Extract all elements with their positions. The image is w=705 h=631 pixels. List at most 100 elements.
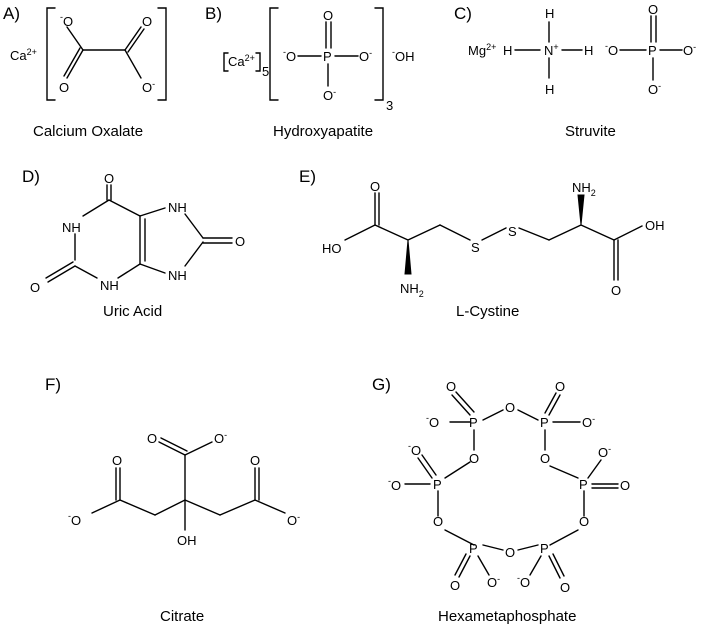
stereo-wedge-e2 — [577, 194, 585, 226]
panel-g-label: G) — [372, 375, 391, 394]
oxygen-atom: O- — [487, 574, 500, 590]
po-double-g4a — [552, 553, 565, 577]
stereo-wedge-e1 — [404, 239, 412, 275]
oxygen-atom: O- — [683, 42, 696, 58]
ring-bond-d1 — [82, 199, 110, 217]
ring-bond-d7 — [139, 207, 166, 217]
bond-e5 — [518, 227, 550, 241]
ring-bond-g2 — [517, 409, 539, 421]
co-bond-a4 — [124, 49, 142, 79]
oxygen-atom: O — [112, 453, 122, 468]
co-bond-f2 — [184, 441, 213, 456]
hydrogen-atom: H — [503, 43, 512, 58]
bond-f2 — [154, 499, 186, 516]
oxygen-atom: O — [611, 283, 621, 298]
panel-c: C) Mg2+ H H H H N+ -O P O- O O- Struvite — [454, 2, 696, 140]
bond-e3 — [407, 224, 441, 241]
panel-d: D) O NH NH O NH NH O Uric Acid — [22, 167, 245, 320]
bond-e6 — [548, 224, 582, 241]
co-bond-a3 — [124, 26, 142, 51]
po-double-g2a — [548, 394, 561, 416]
po-double-g5a — [454, 553, 467, 576]
po-double-g2b — [544, 392, 557, 414]
nh-group: NH — [168, 200, 187, 215]
po-bond-g4b — [529, 555, 542, 576]
co-bond-f1 — [158, 441, 186, 456]
panel-f-name: Citrate — [160, 608, 204, 625]
phosphorus-atom: P — [433, 477, 442, 492]
ring-bond-d4 — [74, 265, 98, 279]
oxygen-atom: O — [59, 80, 69, 95]
panel-a-label: A) — [3, 4, 20, 23]
panel-b-name: Hydroxyapatite — [273, 123, 373, 140]
panel-e-label: E) — [299, 167, 316, 186]
left-bracket-b — [269, 7, 279, 101]
cation-count-b: 5 — [262, 64, 269, 79]
panel-a-name: Calcium Oxalate — [33, 123, 143, 140]
bridging-oxygen: O — [540, 451, 550, 466]
co-bond-d2 — [47, 265, 76, 283]
ring-bond-d2 — [108, 199, 141, 217]
po-bond-g4a — [548, 555, 561, 579]
magnesium-ion-c: Mg2+ — [468, 42, 496, 58]
hydrogen-atom: H — [545, 6, 554, 21]
ring-bond-g8 — [444, 529, 475, 546]
oxygen-atom: O — [560, 580, 570, 595]
oxygen-atom: O — [450, 578, 460, 593]
panel-d-name: Uric Acid — [103, 303, 162, 320]
oxygen-atom: -O — [605, 41, 618, 58]
oxygen-atom: O — [147, 431, 157, 446]
nh-group: NH — [100, 278, 119, 293]
ring-bond-d8 — [139, 263, 166, 274]
amine-group: NH2 — [400, 281, 424, 299]
phosphorus-atom: P — [579, 477, 588, 492]
hydroxyl-group: OH — [177, 533, 197, 548]
co-bond-a1 — [66, 26, 84, 51]
phosphorus-atom: P — [323, 49, 332, 64]
bridging-oxygen: O — [579, 514, 589, 529]
left-bracket-a — [46, 7, 56, 101]
oxygen-atom: -O — [68, 511, 81, 528]
oxygen-atom: O — [555, 379, 565, 394]
phosphorus-atom: P — [469, 415, 478, 430]
bridging-oxygen: O — [433, 514, 443, 529]
oxygen-atom: O- — [287, 512, 300, 528]
co-bond-f7 — [254, 499, 286, 514]
oxygen-atom: O — [323, 8, 333, 23]
hydrogen-atom: H — [584, 43, 593, 58]
right-bracket-a — [157, 7, 167, 101]
phosphorus-atom: P — [648, 43, 657, 58]
repeat-count-b: 3 — [386, 98, 393, 113]
bridging-oxygen: O — [469, 451, 479, 466]
panel-g: G) P — [372, 375, 630, 625]
bridging-oxygen: O — [505, 400, 515, 415]
oxygen-atom: O — [142, 14, 152, 29]
oxygen-atom: O- — [323, 87, 336, 103]
nh-group: NH — [168, 268, 187, 283]
calcium-ion-a: Ca2+ — [10, 47, 37, 63]
panel-e: E) O HO NH2 S S NH2 OH O L-Cystine — [299, 167, 665, 320]
oxygen-atom: O — [370, 179, 380, 194]
hydrogen-atom: H — [545, 82, 554, 97]
co-double-a3 — [127, 28, 145, 53]
co-double-a2 — [63, 47, 81, 77]
ring-bond-g7-a — [517, 544, 539, 551]
oxygen-atom: O- — [648, 81, 661, 97]
panel-e-name: L-Cystine — [456, 303, 519, 320]
ring-bond-g6 — [549, 529, 579, 546]
bridging-oxygen: O — [505, 545, 515, 560]
sulfur-atom: S — [508, 224, 517, 239]
oxygen-atom: O — [446, 379, 456, 394]
panel-c-name: Struvite — [565, 123, 616, 140]
ring-bond-d10 — [184, 241, 204, 267]
cation-bracket-right-b — [255, 52, 261, 72]
oxygen-atom: -O — [426, 413, 439, 430]
po-bond-g5b — [477, 555, 490, 576]
bond-e7 — [580, 224, 615, 241]
bond-f5 — [219, 499, 256, 516]
bond-e2 — [374, 224, 409, 241]
oxygen-atom: O — [620, 478, 630, 493]
panel-d-label: D) — [22, 167, 40, 186]
ring-bond-g10 — [444, 461, 471, 479]
